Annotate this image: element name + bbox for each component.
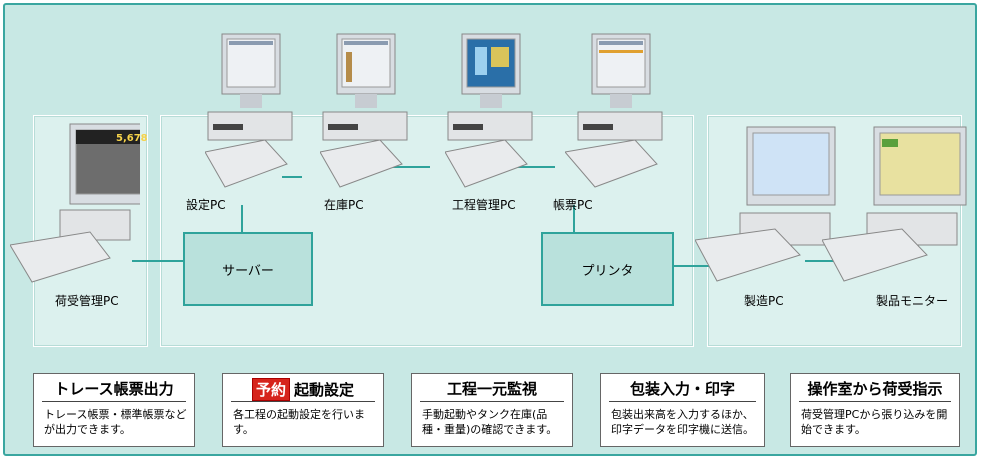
feature-desc: トレース帳票・標準帳票などが出力できます。 — [44, 408, 187, 436]
line-ledger-down — [573, 205, 575, 233]
line-printer-production — [673, 265, 723, 267]
line-top-1 — [282, 176, 302, 178]
line-settings-down — [241, 205, 243, 233]
feature-desc: 手動起動やタンク在庫(品種・重量)の確認できます。 — [422, 408, 558, 436]
pc-icon — [320, 33, 408, 188]
feature-box: 包装入力・印字 包装出来高を入力するほか、印字データを印字機に送信。 — [600, 373, 765, 447]
line-production-1 — [805, 260, 845, 262]
process-pc-label: 工程管理PC — [452, 198, 516, 212]
manufacturing-pc-label: 製造PC — [744, 294, 784, 308]
printer-node: プリンタ — [541, 232, 674, 306]
feature-divider — [799, 401, 951, 402]
feature-title: 工程一元監視 — [446, 380, 537, 398]
line-receiving-server — [132, 260, 184, 262]
feature-box: トレース帳票出力 トレース帳票・標準帳票などが出力できます。 — [33, 373, 195, 447]
receiving-pc-label: 荷受管理PC — [55, 294, 119, 308]
feature-desc: 荷受管理PCから張り込みを開始できます。 — [801, 408, 948, 436]
feature-title: 包装入力・印字 — [629, 380, 735, 398]
feature-title: 起動設定 — [294, 381, 355, 399]
pc-icon — [10, 123, 140, 283]
server-node: サーバー — [183, 232, 313, 306]
feature-divider — [420, 401, 564, 402]
line-top-2 — [390, 166, 430, 168]
feature-desc: 包装出来高を入力するほか、印字データを印字機に送信。 — [611, 408, 754, 436]
pc-icon — [822, 126, 967, 282]
settings-pc-label: 設定PC — [186, 198, 226, 212]
pc-icon — [565, 33, 663, 188]
inventory-pc-label: 在庫PC — [324, 198, 364, 212]
line-top-3 — [515, 166, 555, 168]
pc-icon — [445, 33, 533, 188]
feature-title-wrap: 予約起動設定 — [223, 378, 383, 401]
pc-icon — [695, 126, 836, 282]
monitor-pc-label: 製品モニター — [876, 294, 949, 308]
ledger-pc-label: 帳票PC — [553, 198, 593, 212]
feature-title: 操作室から荷受指示 — [807, 380, 943, 398]
printer-label: プリンタ — [581, 263, 634, 279]
reservation-tag: 予約 — [251, 378, 290, 401]
feature-divider — [231, 401, 375, 402]
pc-icon — [205, 33, 293, 188]
feature-desc: 各工程の起動設定を行います。 — [233, 408, 365, 436]
feature-divider — [42, 401, 186, 402]
feature-box: 予約起動設定 各工程の起動設定を行います。 — [222, 373, 384, 447]
feature-title: トレース帳票出力 — [54, 380, 174, 398]
server-label: サーバー — [222, 263, 274, 279]
feature-box: 工程一元監視 手動起動やタンク在庫(品種・重量)の確認できます。 — [411, 373, 573, 447]
feature-box: 操作室から荷受指示 荷受管理PCから張り込みを開始できます。 — [790, 373, 960, 447]
feature-divider — [609, 401, 756, 402]
receiving-display: 5,678 — [116, 133, 148, 144]
